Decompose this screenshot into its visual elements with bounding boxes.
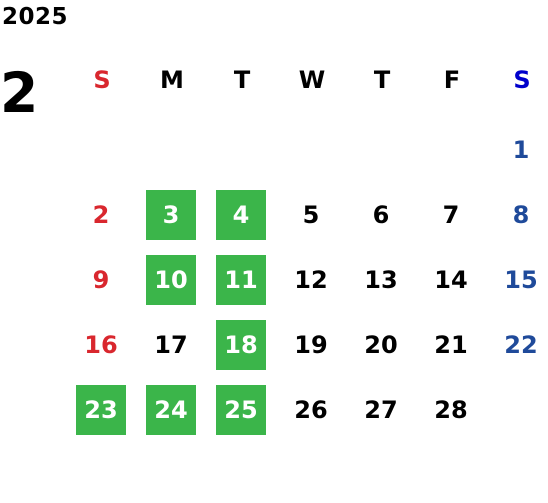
day-cell: 8 [487, 183, 548, 248]
day-number: 3 [146, 190, 196, 240]
day-number: 2 [92, 201, 110, 229]
day-cell: 7 [417, 183, 487, 248]
weekday-header-thu: T [373, 66, 391, 94]
day-number: 22 [504, 331, 538, 359]
day-cell: 23 [67, 378, 137, 443]
day-cell: 20 [347, 313, 417, 378]
day-cell: 19 [277, 313, 347, 378]
day-cell: 27 [347, 378, 417, 443]
day-cell: 3 [137, 183, 207, 248]
day-cell: 11 [207, 248, 277, 313]
weekday-header-sat: S [513, 66, 531, 94]
day-number: 8 [512, 201, 530, 229]
day-number: 20 [364, 331, 398, 359]
day-cell: 22 [487, 313, 548, 378]
day-number: 27 [364, 396, 398, 424]
day-number: 12 [294, 266, 328, 294]
day-cell: 12 [277, 248, 347, 313]
day-cell: 14 [417, 248, 487, 313]
day-cell: 28 [417, 378, 487, 443]
day-number: 17 [154, 331, 188, 359]
day-cell: 26 [277, 378, 347, 443]
day-number: 18 [216, 320, 266, 370]
day-number: 21 [434, 331, 468, 359]
day-number: 6 [372, 201, 390, 229]
month-number: 2 [0, 61, 39, 125]
day-cell: 2 [67, 183, 137, 248]
day-number: 5 [302, 201, 320, 229]
day-cell: 24 [137, 378, 207, 443]
day-number: 16 [84, 331, 118, 359]
day-number: 19 [294, 331, 328, 359]
day-number: 14 [434, 266, 468, 294]
day-cell: 21 [417, 313, 487, 378]
day-cell: 25 [207, 378, 277, 443]
day-cell: 5 [277, 183, 347, 248]
year-label: 2025 [2, 4, 69, 30]
day-number: 15 [504, 266, 538, 294]
weekday-header-fri: F [443, 66, 461, 94]
day-cell: 6 [347, 183, 417, 248]
day-number: 28 [434, 396, 468, 424]
weekday-header-mon: M [160, 66, 184, 94]
day-number: 9 [92, 266, 110, 294]
day-cell: 1 [487, 118, 548, 183]
day-cell: 4 [207, 183, 277, 248]
day-number: 4 [216, 190, 266, 240]
weekday-header-tue: T [233, 66, 251, 94]
day-cell: 10 [137, 248, 207, 313]
day-number: 23 [76, 385, 126, 435]
day-number: 10 [146, 255, 196, 305]
day-number: 26 [294, 396, 328, 424]
day-number: 7 [442, 201, 460, 229]
day-cell: 15 [487, 248, 548, 313]
day-cell: 16 [67, 313, 137, 378]
weekday-header-sun: S [93, 66, 111, 94]
day-cell: 9 [67, 248, 137, 313]
day-number: 24 [146, 385, 196, 435]
weekday-header-wed: W [298, 66, 326, 94]
day-number: 13 [364, 266, 398, 294]
day-number: 25 [216, 385, 266, 435]
day-cell: 13 [347, 248, 417, 313]
day-cell: 18 [207, 313, 277, 378]
day-cell: 17 [137, 313, 207, 378]
day-number: 11 [216, 255, 266, 305]
day-number: 1 [512, 136, 530, 164]
